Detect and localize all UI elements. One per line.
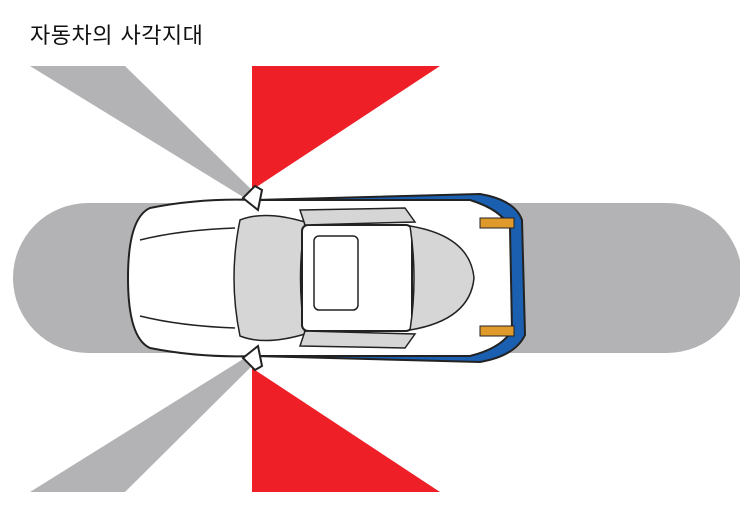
tail-light-bottom: [479, 325, 515, 337]
sunroof: [313, 235, 359, 311]
rear-window: [409, 225, 475, 331]
side-mirror-top: [241, 184, 264, 212]
hood-line-top: [139, 227, 236, 241]
side-window-top: [298, 207, 417, 226]
diagram-title: 자동차의 사각지대: [30, 24, 204, 49]
hood-line-bottom: [139, 315, 236, 329]
mirror-view-wedge-top: [30, 66, 255, 200]
windshield: [233, 214, 306, 342]
blind-spot-zone-top: [252, 66, 440, 190]
blind-spot-zone-bottom: [252, 368, 440, 492]
tail-light-top: [479, 217, 515, 229]
mirror-view-wedge-bottom: [30, 356, 255, 492]
side-window-bottom: [298, 330, 417, 349]
car-top-view: [126, 184, 527, 372]
side-mirror-bottom: [241, 344, 264, 372]
